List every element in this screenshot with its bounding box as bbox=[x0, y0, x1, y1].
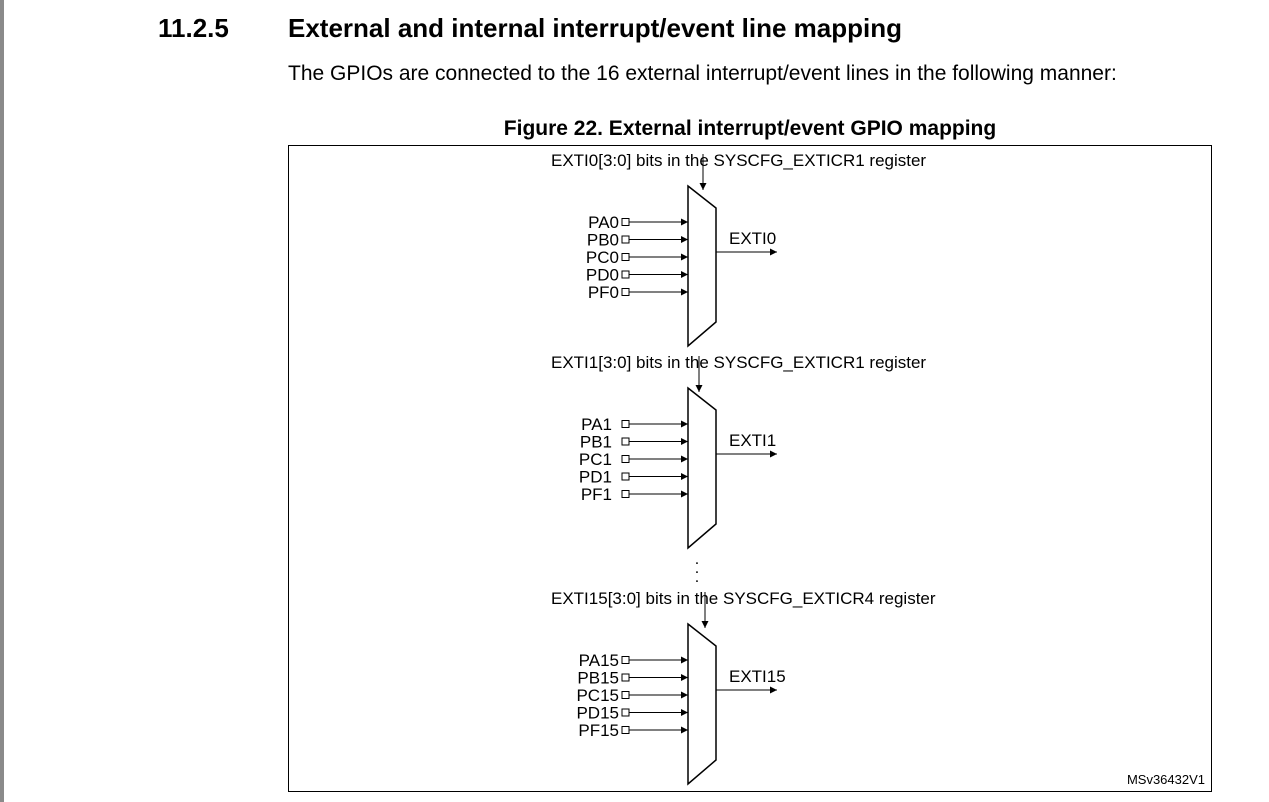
pin-square bbox=[621, 656, 630, 664]
exti-output-label: EXTI0 bbox=[729, 229, 776, 248]
mux-block: EXTI0[3:0] bits in the SYSCFG_EXTICR1 re… bbox=[551, 151, 926, 348]
pin-square bbox=[621, 691, 630, 699]
pin-square bbox=[621, 455, 630, 463]
gpio-input-label: PF15 bbox=[578, 721, 619, 740]
gpio-input-label: PC1 bbox=[579, 450, 612, 469]
mux-shape bbox=[687, 184, 717, 348]
section-title: External and internal interrupt/event li… bbox=[288, 13, 902, 43]
figure-id: MSv36432V1 bbox=[1126, 772, 1205, 787]
select-label: EXTI0[3:0] bits in the SYSCFG_EXTICR1 re… bbox=[551, 151, 926, 170]
gpio-input-label: PD1 bbox=[579, 468, 612, 487]
pin-square bbox=[621, 420, 630, 428]
mux-shape bbox=[687, 386, 717, 550]
gpio-input-label: PA15 bbox=[579, 651, 619, 670]
section-number: 11.2.5 bbox=[158, 13, 229, 43]
select-label: EXTI1[3:0] bits in the SYSCFG_EXTICR1 re… bbox=[551, 353, 926, 372]
pin-square bbox=[621, 288, 630, 296]
continuation-dots: ... bbox=[695, 551, 699, 586]
pin-square bbox=[621, 472, 630, 481]
continuation-dot: . bbox=[695, 551, 699, 568]
pin-square bbox=[621, 235, 630, 244]
exti-output-label: EXTI15 bbox=[729, 667, 786, 686]
gpio-input-label: PD15 bbox=[576, 704, 619, 723]
select-label: EXTI15[3:0] bits in the SYSCFG_EXTICR4 r… bbox=[551, 589, 936, 608]
gpio-input-label: PF0 bbox=[588, 283, 619, 302]
exti-mapping-diagram: EXTI0[3:0] bits in the SYSCFG_EXTICR1 re… bbox=[551, 151, 936, 786]
mux-block: EXTI15[3:0] bits in the SYSCFG_EXTICR4 r… bbox=[551, 589, 936, 786]
pin-square bbox=[621, 437, 630, 446]
continuation-dot: . bbox=[695, 560, 699, 577]
pin-square bbox=[621, 490, 630, 498]
intro-paragraph: The GPIOs are connected to the 16 extern… bbox=[288, 62, 1117, 85]
gpio-input-label: PD0 bbox=[586, 266, 619, 285]
pin-square bbox=[621, 218, 630, 226]
gpio-input-label: PA0 bbox=[588, 213, 619, 232]
pin-square bbox=[621, 726, 630, 734]
pin-square bbox=[621, 253, 630, 261]
pin-square bbox=[621, 673, 630, 682]
gpio-input-label: PC0 bbox=[586, 248, 619, 267]
figure-frame: EXTI0[3:0] bits in the SYSCFG_EXTICR1 re… bbox=[288, 145, 1212, 792]
pin-square bbox=[621, 708, 630, 717]
page-left-border bbox=[0, 0, 4, 802]
exti-output-label: EXTI1 bbox=[729, 431, 776, 450]
gpio-input-label: PA1 bbox=[581, 415, 612, 434]
gpio-input-label: PB0 bbox=[587, 231, 619, 250]
mux-shape bbox=[687, 622, 717, 786]
continuation-dot: . bbox=[695, 569, 699, 586]
mux-block: EXTI1[3:0] bits in the SYSCFG_EXTICR1 re… bbox=[551, 353, 926, 550]
mux-blocks: EXTI0[3:0] bits in the SYSCFG_EXTICR1 re… bbox=[551, 151, 936, 786]
figure-caption: Figure 22. External interrupt/event GPIO… bbox=[503, 117, 997, 140]
gpio-input-label: PF1 bbox=[581, 485, 612, 504]
gpio-input-label: PC15 bbox=[576, 686, 619, 705]
gpio-input-label: PB15 bbox=[577, 669, 619, 688]
pin-square bbox=[621, 270, 630, 279]
gpio-input-label: PB1 bbox=[580, 433, 612, 452]
